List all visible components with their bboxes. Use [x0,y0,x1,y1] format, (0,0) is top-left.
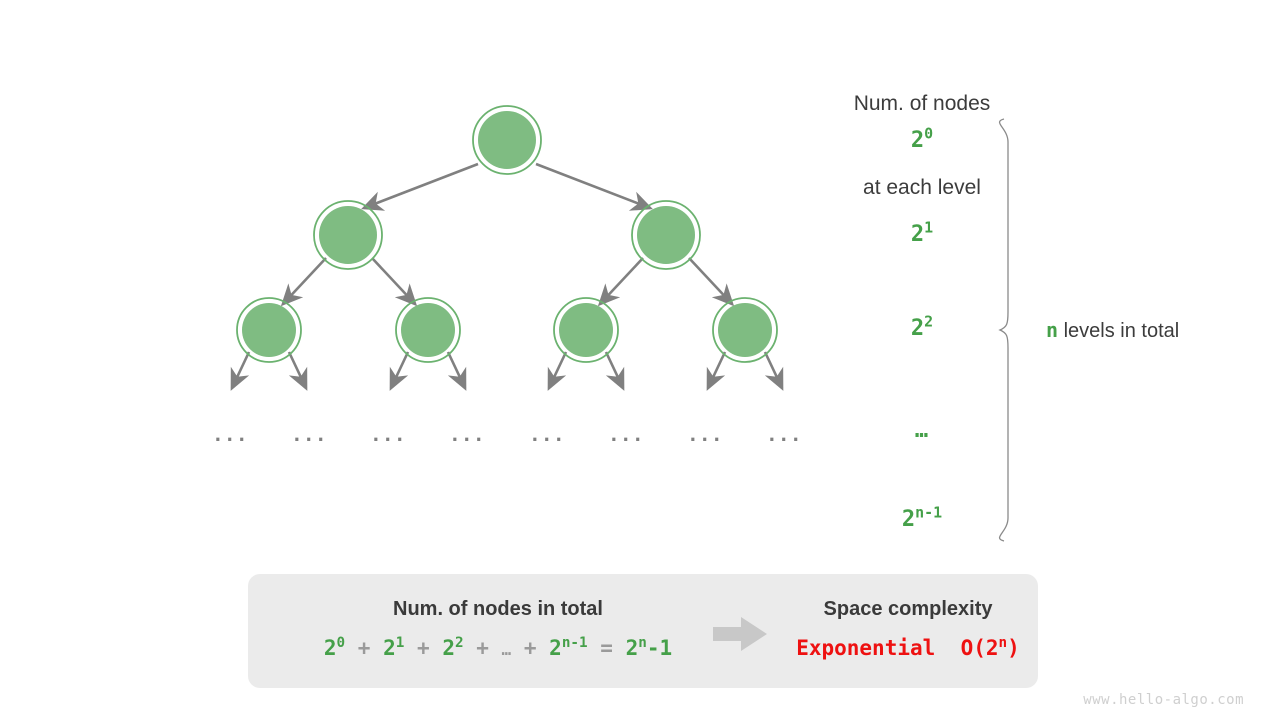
tree-node-l2-3 [712,297,778,363]
formula-plus-3: + [476,636,489,660]
space-complexity-title: Space complexity [823,598,993,620]
implies-arrow-icon [713,617,767,651]
complexity-word: Exponential [796,636,936,660]
tree-node-l1-1 [631,200,701,270]
formula-term-0: 20 [323,635,346,660]
tree-ellipsis-0: ... [212,424,248,446]
formula-term-1: 21 [383,635,405,660]
tree-node-l1-0 [313,200,383,270]
edge-l2d-left [706,351,727,391]
levels-brace [998,118,1009,542]
tree-ellipsis-6: ... [687,424,723,446]
levels-in-total-text: levels in total [1063,320,1180,342]
edge-root-left [361,162,479,211]
formula-plus-2: + [417,636,430,660]
edge-l1b-right [688,257,735,307]
total-nodes-formula: 20 + 21 + 22 + … + 2n-1 = 2n-1 [248,636,748,660]
tree-ellipsis-4: ... [529,424,565,446]
formula-result: 2n-1 [625,635,673,660]
formula-term-3: 2n-1 [549,635,588,660]
tree-edges [230,162,784,391]
levels-column-header-line2: at each level [863,176,981,199]
tree-ellipsis-3: ... [449,424,485,446]
edge-l1a-right [371,257,418,307]
edge-l2d-right [763,351,784,391]
formula-equals: = [600,636,613,660]
tree-ellipsis-1: ... [291,424,327,446]
tree-node-l2-1 [395,297,461,363]
edge-l1b-left [597,257,644,307]
tree-ellipsis-2: ... [370,424,406,446]
edge-root-right [535,162,653,211]
level-count-last: 2n-1 [901,503,943,532]
level-count-ellipsis: … [914,418,930,443]
edge-l2a-right [287,351,308,391]
space-complexity-value: Exponential O(2n) [778,636,1038,660]
total-nodes-title: Num. of nodes in total [393,598,603,620]
formula-term-2: 22 [442,635,464,660]
tree-node-l2-0 [236,297,302,363]
edge-l1a-left [280,257,327,307]
levels-column-header: Num. of nodes at each level [822,34,1022,258]
edge-l2b-left [389,351,410,391]
formula-plus-1: + [357,636,371,660]
tree-node-root [472,105,542,175]
level-count-0: 20 [910,124,934,153]
summary-panel: Num. of nodes in total 20 + 21 + 22 + … … [248,574,1038,688]
edge-l2b-right [446,351,467,391]
formula-ellipsis: … [501,640,512,659]
tree-nodes [236,105,778,363]
tree-node-l2-2 [553,297,619,363]
edge-l2c-right [604,351,625,391]
level-count-2: 22 [910,312,934,341]
edge-l2c-left [547,351,568,391]
complexity-big-o: O(2n) [960,635,1020,660]
n-variable: n [1046,318,1059,342]
tree-ellipsis-7: ... [766,424,802,446]
tree-ellipsis-5: ... [608,424,644,446]
formula-plus-4: + [523,636,537,660]
edge-l2a-left [230,351,251,391]
levels-column-header-line1: Num. of nodes [853,92,991,115]
level-count-1: 21 [910,218,934,247]
levels-in-total-caption: n levels in total [1046,318,1179,343]
site-watermark: www.hello-algo.com [1083,692,1244,708]
